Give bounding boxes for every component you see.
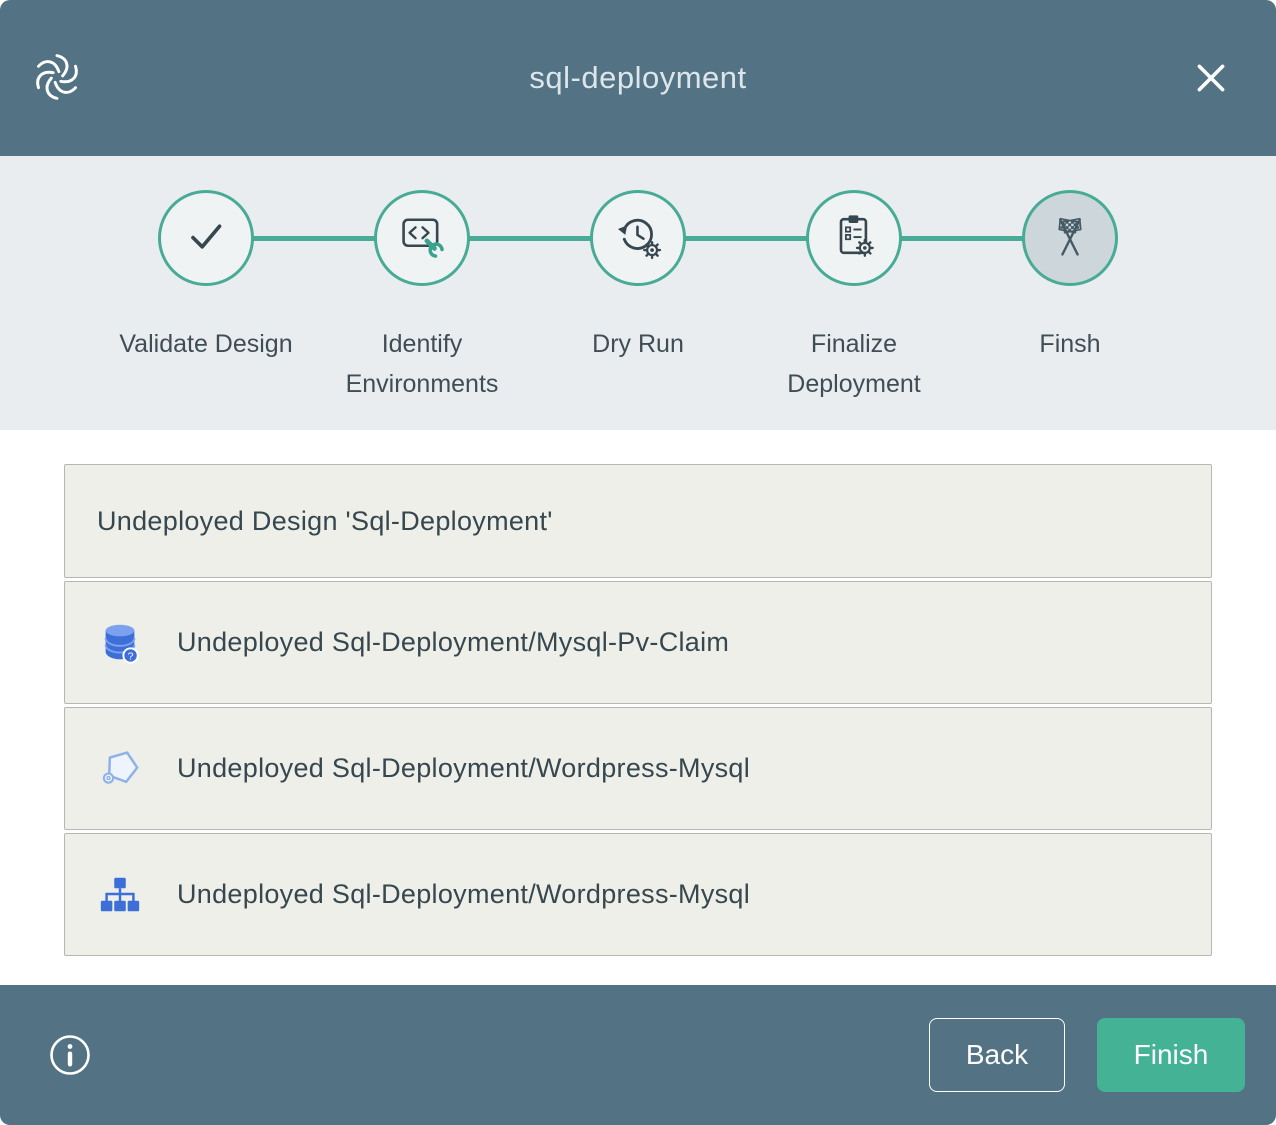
database-icon: ? [97, 620, 143, 666]
step-label-finalize-deployment: Finalize Deployment [787, 330, 921, 398]
result-row-mysql-pv-claim: ? Undeployed Sql-Deployment/Mysql-Pv-Cla… [64, 581, 1212, 704]
stepper-track: Validate Design Identify Environment [98, 190, 1178, 404]
close-icon [1192, 59, 1230, 100]
wizard-stepper: Validate Design Identify Environment [0, 156, 1276, 430]
step-validate-design-circle[interactable] [158, 190, 254, 286]
step-finalize-deployment: Finalize Deployment [746, 190, 962, 404]
step-finalize-deployment-circle[interactable] [806, 190, 902, 286]
modal-footer: Back Finish [0, 985, 1276, 1125]
step-dry-run: Dry Run [530, 190, 746, 404]
step-identify-environments: Identify Environments [314, 190, 530, 404]
step-finish-circle[interactable] [1022, 190, 1118, 286]
modal-header: sql-deployment [0, 0, 1276, 156]
pentagon-app-icon [97, 746, 143, 792]
result-text: Undeployed Sql-Deployment/Wordpress-Mysq… [177, 879, 751, 909]
result-text: Undeployed Sql-Deployment/Wordpress-Mysq… [177, 753, 751, 783]
results-panel: Undeployed Design 'Sql-Deployment' ? Und… [0, 430, 1276, 985]
step-label-validate-design: Validate Design [119, 330, 293, 358]
result-row-wordpress-mysql-app: Undeployed Sql-Deployment/Wordpress-Mysq… [64, 707, 1212, 830]
result-text: Undeployed Design 'Sql-Deployment' [97, 505, 553, 536]
step-validate-design: Validate Design [98, 190, 314, 404]
code-window-wrench-icon [396, 210, 448, 267]
info-button[interactable] [48, 1033, 92, 1077]
finish-button[interactable]: Finish [1097, 1018, 1245, 1092]
step-label-identify-environments: Identify Environments [345, 330, 499, 398]
step-identify-environments-circle[interactable] [374, 190, 470, 286]
result-row-design: Undeployed Design 'Sql-Deployment' [64, 464, 1212, 578]
svg-text:?: ? [128, 650, 134, 662]
info-circle-icon [48, 1035, 92, 1080]
clipboard-gear-icon [828, 210, 880, 267]
service-tree-icon [97, 872, 143, 918]
step-dry-run-circle[interactable] [590, 190, 686, 286]
history-gear-icon [612, 210, 664, 267]
nirmata-logo-svg [36, 54, 78, 100]
result-row-wordpress-mysql-service: Undeployed Sql-Deployment/Wordpress-Mysq… [64, 833, 1212, 956]
checkered-flags-icon [1044, 210, 1096, 267]
back-button[interactable]: Back [929, 1018, 1065, 1092]
close-button[interactable] [1190, 58, 1232, 100]
nirmata-logo-icon [30, 50, 84, 104]
check-icon [180, 210, 232, 267]
step-label-dry-run: Dry Run [592, 330, 684, 358]
step-label-finish: Finsh [1039, 330, 1101, 358]
modal-title: sql-deployment [529, 60, 747, 95]
step-finish: Finsh [962, 190, 1178, 404]
result-text: Undeployed Sql-Deployment/Mysql-Pv-Claim [177, 627, 730, 657]
